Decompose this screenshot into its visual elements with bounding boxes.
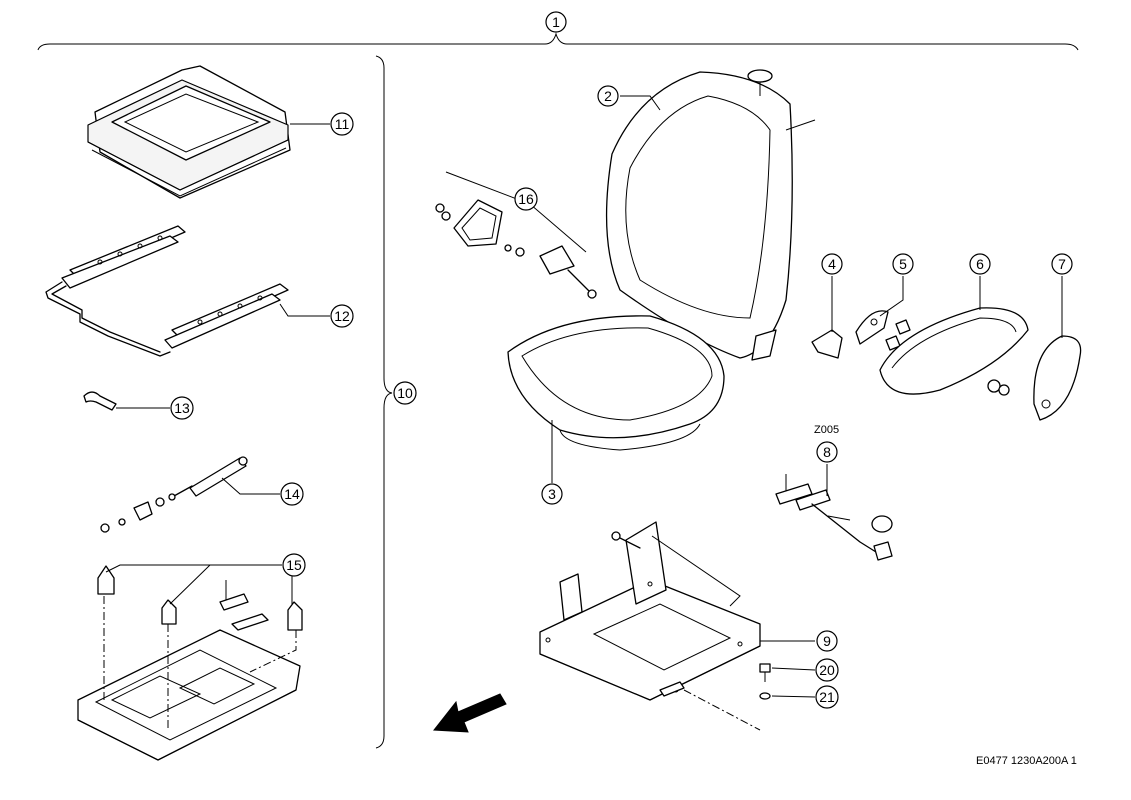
part-armrest [879, 307, 1029, 396]
svg-text:9: 9 [823, 633, 831, 649]
part-backrest [605, 69, 816, 361]
svg-text:4: 4 [828, 256, 836, 272]
callout-2: 2 [597, 85, 619, 107]
part-seat-belt [435, 171, 597, 299]
callout-4: 4 [821, 253, 843, 275]
callout-13: 13 [170, 396, 194, 420]
svg-text:20: 20 [819, 662, 835, 678]
svg-text:13: 13 [174, 400, 190, 416]
assembly-brace-1 [37, 32, 1079, 51]
callout-8: 8 [816, 441, 838, 463]
part-seat-cushion [507, 315, 725, 451]
callout-7: 7 [1051, 253, 1073, 275]
label-z005: Z005 [814, 424, 839, 436]
svg-text:12: 12 [334, 308, 350, 324]
callout-6: 6 [969, 253, 991, 275]
svg-text:11: 11 [335, 116, 350, 132]
callout-15: 15 [282, 553, 306, 577]
part-gas-spring [100, 456, 248, 533]
callout-12: 12 [330, 304, 354, 328]
callout-5: 5 [892, 253, 914, 275]
svg-text:16: 16 [518, 191, 534, 207]
callout-11: 11 [330, 112, 354, 136]
part-clip [83, 391, 117, 411]
svg-text:21: 21 [819, 689, 835, 705]
svg-text:14: 14 [284, 486, 300, 502]
svg-text:8: 8 [823, 444, 831, 460]
callout-21: 21 [815, 685, 839, 709]
part-seat-slide-rails [45, 225, 289, 357]
figure-id: E0477 1230A200A 1 [976, 755, 1077, 767]
callout-16: 16 [514, 187, 538, 211]
assembly-brace-10 [375, 55, 393, 749]
svg-text:6: 6 [976, 256, 984, 272]
callout-3: 3 [541, 483, 563, 505]
svg-text:2: 2 [604, 88, 612, 104]
callout-10: 10 [393, 381, 417, 405]
svg-text:15: 15 [286, 557, 302, 573]
svg-text:3: 3 [548, 486, 556, 502]
callout-14: 14 [280, 482, 304, 506]
part-bolt-washer [759, 663, 771, 700]
callout-20: 20 [815, 658, 839, 682]
part-4-bracket [811, 329, 843, 359]
svg-text:10: 10 [397, 385, 413, 401]
part-wiring-harness [775, 474, 893, 561]
leader-lines [105, 95, 1063, 698]
svg-text:7: 7 [1058, 256, 1066, 272]
part-seat-base-frame [539, 521, 761, 731]
svg-text:5: 5 [899, 256, 907, 272]
part-suspension-base [77, 565, 303, 761]
callout-1: 1 [545, 11, 567, 33]
part-side-cover [1033, 335, 1082, 421]
part-seat-cushion-frame [87, 65, 291, 199]
callout-9: 9 [816, 630, 838, 652]
svg-text:1: 1 [552, 14, 560, 30]
front-direction-arrow-icon [433, 693, 507, 733]
